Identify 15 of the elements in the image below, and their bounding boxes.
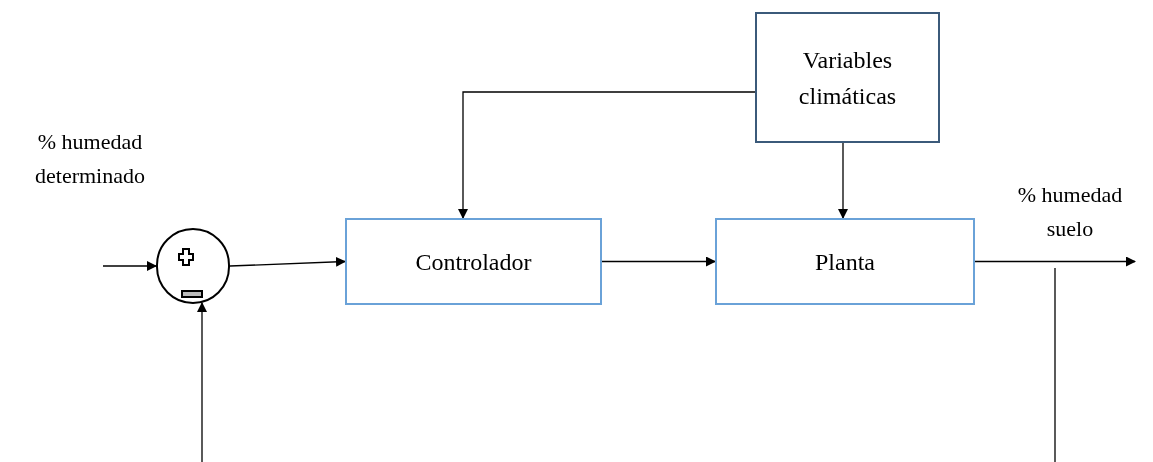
arrow bbox=[102, 261, 157, 271]
arrow bbox=[229, 256, 346, 267]
process-box bbox=[715, 218, 975, 305]
box-label: Variables climáticas bbox=[797, 45, 898, 111]
arrow bbox=[838, 142, 848, 219]
edge-label: % humedad suelo bbox=[1016, 181, 1124, 243]
process-box bbox=[345, 218, 602, 305]
edge-label: % humedad determinado bbox=[34, 128, 146, 190]
arrow bbox=[601, 256, 716, 267]
arrow bbox=[974, 256, 1136, 267]
arrow bbox=[458, 91, 756, 219]
process-box bbox=[755, 12, 940, 143]
box-label: Planta bbox=[814, 247, 876, 277]
arrow bbox=[197, 302, 207, 462]
box-label: Controlador bbox=[414, 247, 533, 277]
